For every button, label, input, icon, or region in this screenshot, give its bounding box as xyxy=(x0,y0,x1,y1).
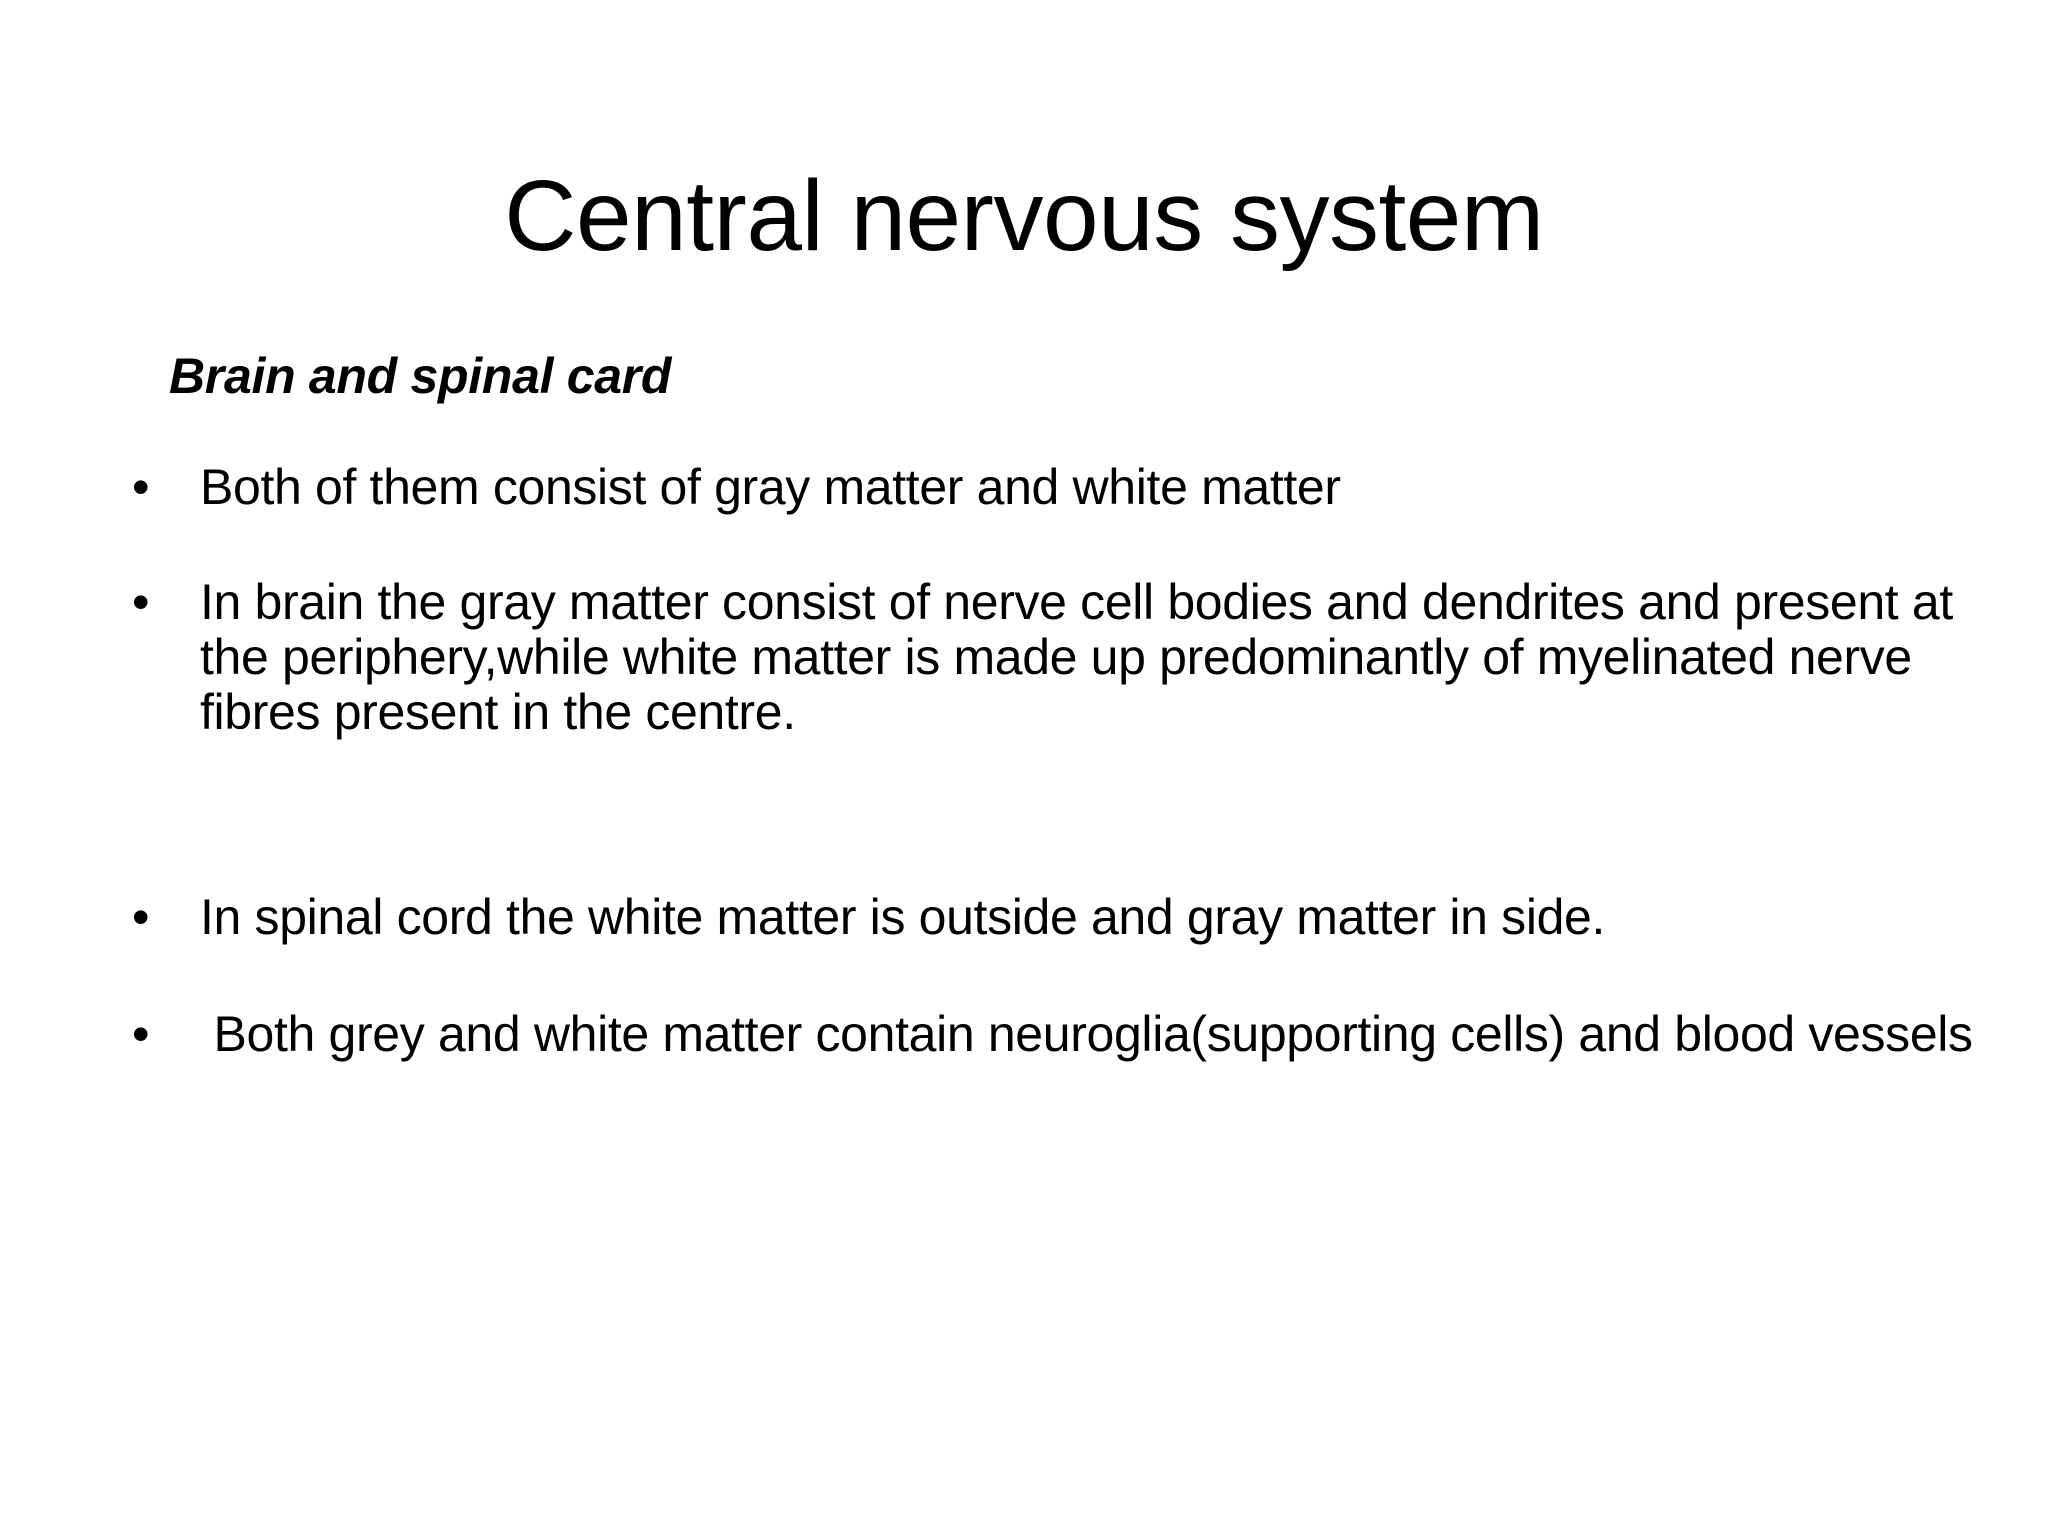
list-item: • In brain the gray matter consist of ne… xyxy=(112,575,1992,740)
bullet-marker-icon: • xyxy=(132,574,150,630)
bullet-marker-icon: • xyxy=(132,459,150,515)
spacer xyxy=(112,404,1992,460)
list-item-label: In spinal cord the white matter is outsi… xyxy=(200,889,1606,945)
list-item-label: In brain the gray matter consist of nerv… xyxy=(200,574,1967,740)
bullet-marker-icon: • xyxy=(132,889,150,945)
page-title: Central nervous system xyxy=(504,160,1544,272)
subheading: Brain and spinal card xyxy=(169,348,672,404)
list-item-label: Both grey and white matter contain neuro… xyxy=(200,1006,1973,1062)
spacer xyxy=(112,515,1992,575)
list-item: • In spinal cord the white matter is out… xyxy=(112,890,1992,945)
list-item: • Both grey and white matter contain neu… xyxy=(112,1007,1992,1062)
bullet-list: • Both of them consist of gray matter an… xyxy=(112,460,1992,1062)
list-item: • Both of them consist of gray matter an… xyxy=(112,460,1992,515)
bullet-marker-icon: • xyxy=(132,1006,150,1062)
spacer xyxy=(112,945,1992,1007)
slide-body: Brain and spinal card • Both of them con… xyxy=(112,348,1992,1062)
spacer xyxy=(112,740,1992,890)
list-item-label: Both of them consist of gray matter and … xyxy=(200,459,1341,515)
